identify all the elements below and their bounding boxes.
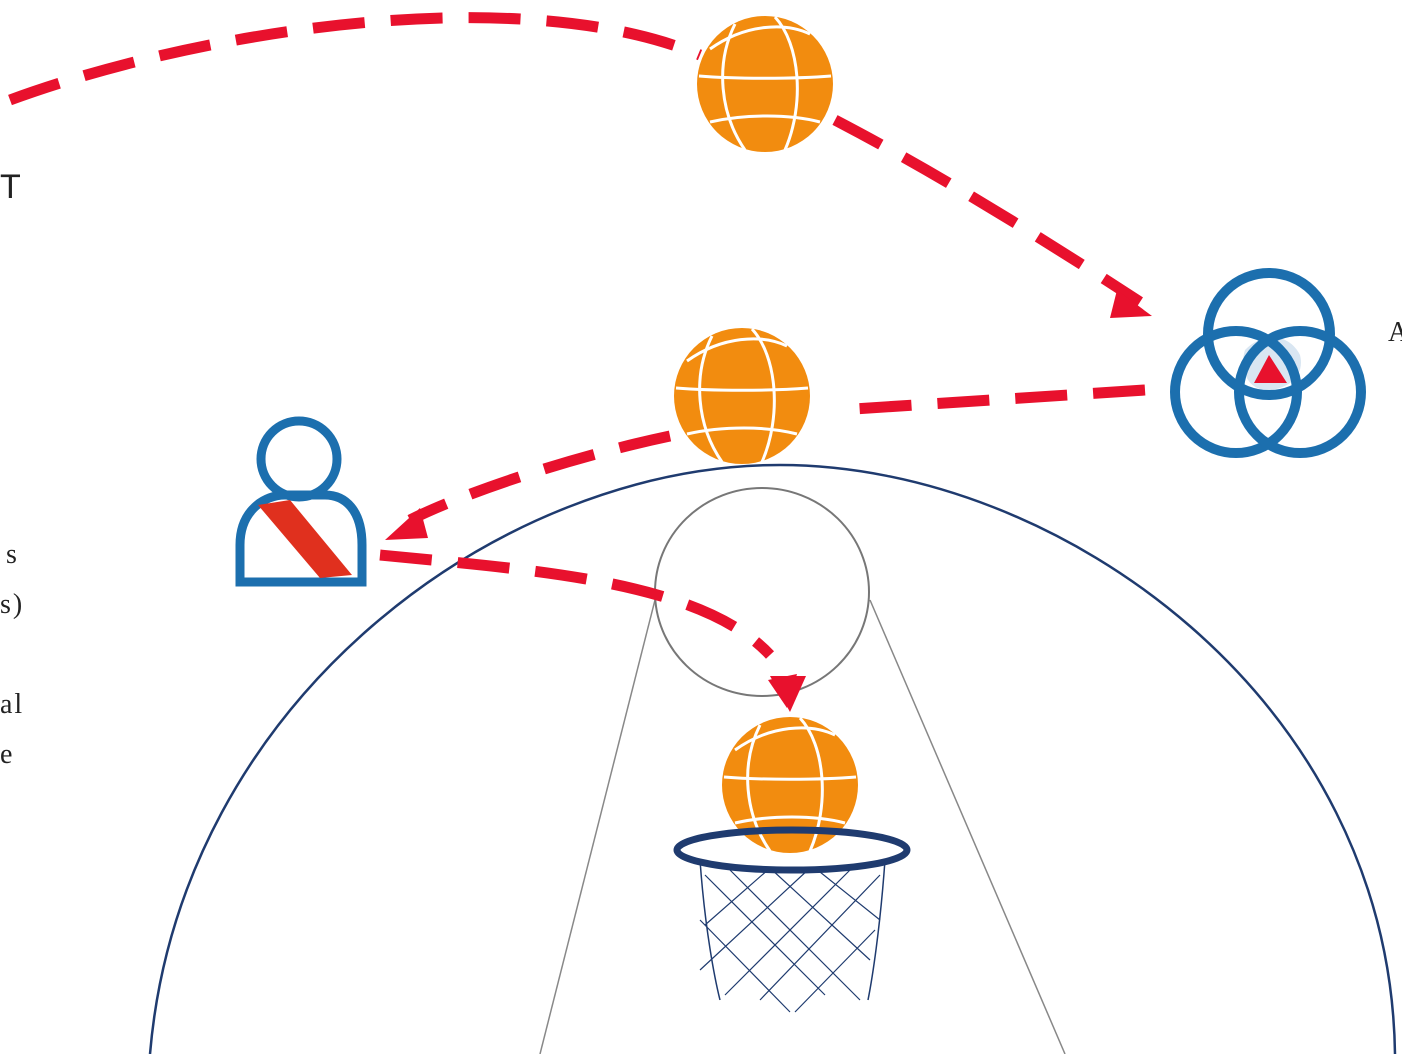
- left-line-1: s: [6, 539, 19, 570]
- trajectory-to-venn: [835, 120, 1140, 302]
- venn-diagram-icon: [1175, 273, 1361, 453]
- lane-line-right: [870, 600, 1065, 1054]
- left-top-fragment: T: [0, 168, 21, 206]
- trajectory-ball-to-person: [410, 436, 670, 520]
- left-line-5: e: [0, 739, 14, 770]
- trajectory-person-to-hoop: [380, 555, 770, 655]
- basketball-icon: [697, 16, 833, 152]
- right-fragment: A: [1388, 317, 1402, 348]
- lane-line-left: [540, 600, 655, 1054]
- basketball-hoop-icon: [677, 717, 907, 1012]
- arrowhead-hoop-tip: [770, 676, 806, 712]
- left-line-2: s): [0, 589, 24, 620]
- trajectory-venn-to-ball: [838, 390, 1145, 410]
- free-throw-circle: [655, 488, 869, 696]
- trajectory-top-arc: [10, 18, 700, 100]
- person-icon: [240, 421, 362, 582]
- left-line-4: al: [0, 689, 24, 720]
- basketball-icon: [674, 328, 810, 464]
